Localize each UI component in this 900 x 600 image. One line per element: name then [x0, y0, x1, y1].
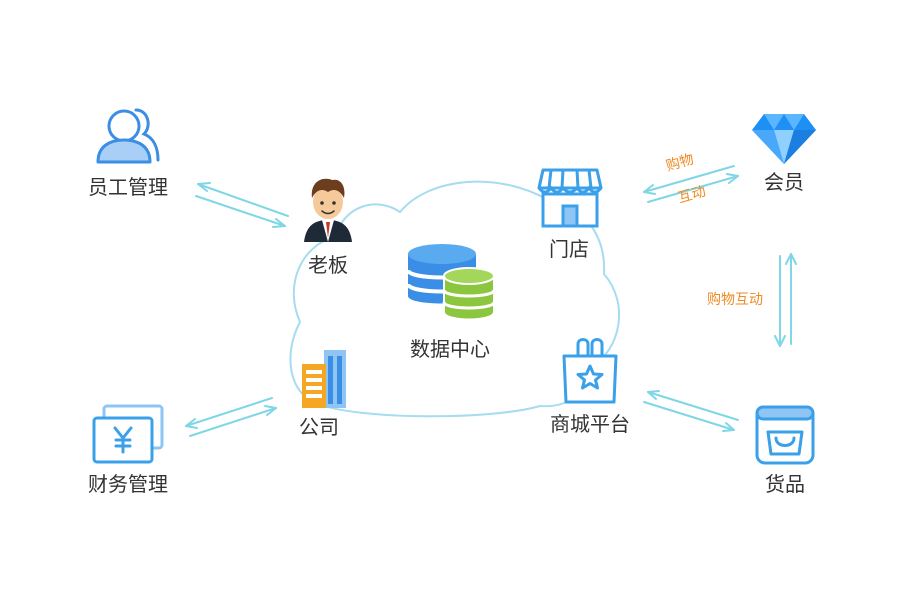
finance-company-arrows: [185, 397, 277, 437]
businessman-avatar-icon: [304, 178, 352, 242]
finance-label: 财务管理: [88, 472, 168, 496]
data-center-label: 数据中心: [410, 337, 490, 361]
company-label: 公司: [299, 415, 339, 439]
store-label: 门店: [549, 237, 589, 261]
office-building-icon: [302, 350, 346, 408]
shopping-bag-star-icon: [562, 338, 618, 404]
storefront-icon: [537, 168, 603, 228]
diamond-icon: [752, 114, 816, 164]
member-goods-arrows: [774, 253, 797, 347]
money-yen-icon: [92, 404, 164, 464]
bag-box-icon: [755, 405, 815, 465]
database-icon: [406, 244, 496, 321]
member-label: 会员: [764, 170, 804, 194]
staff-boss-arrows: [195, 182, 289, 228]
mall-goods-arrows: [643, 390, 739, 432]
mall-label: 商城平台: [550, 412, 630, 436]
edge-label-shopping-interaction: 购物互动: [707, 292, 763, 308]
users-icon: [96, 108, 160, 164]
boss-label: 老板: [308, 253, 348, 277]
store-member-arrows: [643, 165, 739, 203]
goods-label: 货品: [765, 472, 805, 496]
staff-label: 员工管理: [88, 175, 168, 199]
